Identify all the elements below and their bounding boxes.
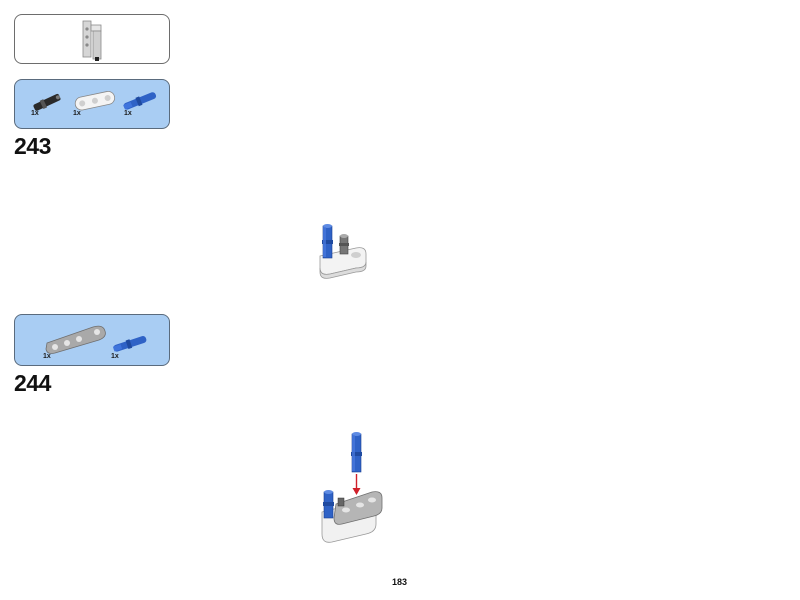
blue-axle-pin-icon bbox=[112, 336, 147, 352]
black-axle-pin-icon bbox=[33, 93, 61, 111]
subassembly-callout bbox=[14, 14, 170, 64]
part-quantity: 1x bbox=[124, 110, 132, 117]
subassembly-frame-icon bbox=[82, 20, 102, 61]
parts-list-step-243: 1x 1x 1x bbox=[14, 79, 170, 129]
part-quantity: 1x bbox=[43, 353, 51, 360]
step-243-assembly-illustration bbox=[319, 224, 367, 279]
step-number: 243 bbox=[14, 133, 51, 159]
grey-angled-beam-icon bbox=[45, 325, 106, 354]
part-quantity: 1x bbox=[111, 353, 119, 360]
part-quantity: 1x bbox=[31, 110, 39, 117]
white-beam-icon bbox=[74, 91, 116, 111]
step-244-assembly-illustration bbox=[321, 432, 383, 543]
blue-axle-pin-icon bbox=[123, 92, 157, 110]
step-number: 244 bbox=[14, 370, 51, 396]
part-quantity: 1x bbox=[73, 110, 81, 117]
parts-list-step-244: 1x 1x bbox=[14, 314, 170, 366]
page-number: 183 bbox=[392, 577, 408, 587]
